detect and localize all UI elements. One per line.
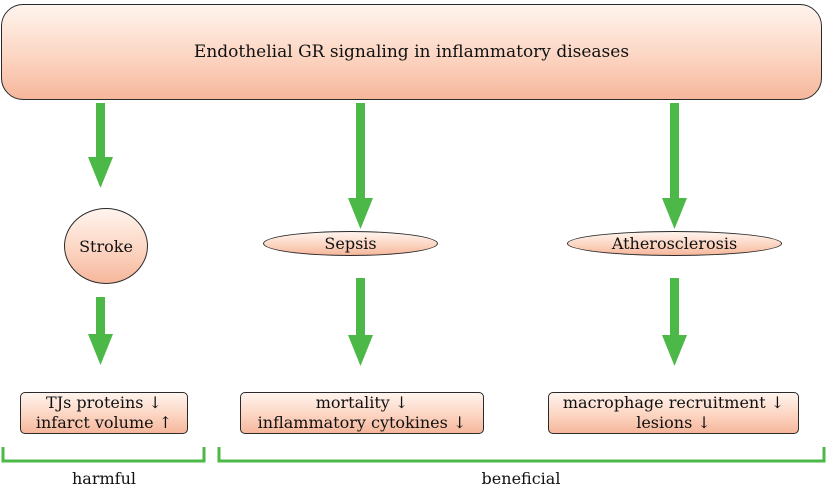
stroke-node: Stroke (64, 208, 148, 284)
beneficial-label: beneficial (481, 469, 561, 488)
sepsis-outcome-box: mortality ↓ inflammatory cytokines ↓ (240, 392, 484, 434)
atherosclerosis-node: Atherosclerosis (567, 231, 782, 256)
atherosclerosis-outcome-box: macrophage recruitment ↓ lesions ↓ (548, 392, 799, 434)
endothelial-gr-signaling-box: Endothelial GR signaling in inflammatory… (1, 4, 822, 100)
stroke-label: Stroke (79, 236, 133, 256)
sepsis-label: Sepsis (324, 234, 377, 253)
arrow-top-to-sepsis (348, 103, 373, 229)
harmful-label: harmful (71, 469, 136, 488)
outcome-line: inflammatory cytokines ↓ (257, 413, 467, 432)
arrow-top-to-stroke (88, 103, 113, 188)
outcome-line: mortality ↓ (315, 393, 409, 412)
arrow-top-to-atherosclerosis (662, 103, 687, 229)
outcome-line: infarct volume ↑ (35, 413, 173, 432)
stroke-outcome-box: TJs proteins ↓ infarct volume ↑ (20, 392, 188, 434)
arrow-sepsis-to-outcome (348, 278, 373, 366)
arrow-atherosclerosis-to-outcome (662, 278, 687, 366)
outcome-line: TJs proteins ↓ (46, 393, 162, 412)
outcome-line: macrophage recruitment ↓ (562, 393, 785, 412)
arrow-stroke-to-outcome (88, 297, 113, 365)
atherosclerosis-label: Atherosclerosis (611, 234, 738, 253)
harmful-bracket (1, 447, 206, 463)
diagram-title: Endothelial GR signaling in inflammatory… (193, 42, 630, 62)
beneficial-bracket (217, 447, 826, 463)
outcome-line: lesions ↓ (636, 413, 711, 432)
sepsis-node: Sepsis (263, 231, 438, 256)
